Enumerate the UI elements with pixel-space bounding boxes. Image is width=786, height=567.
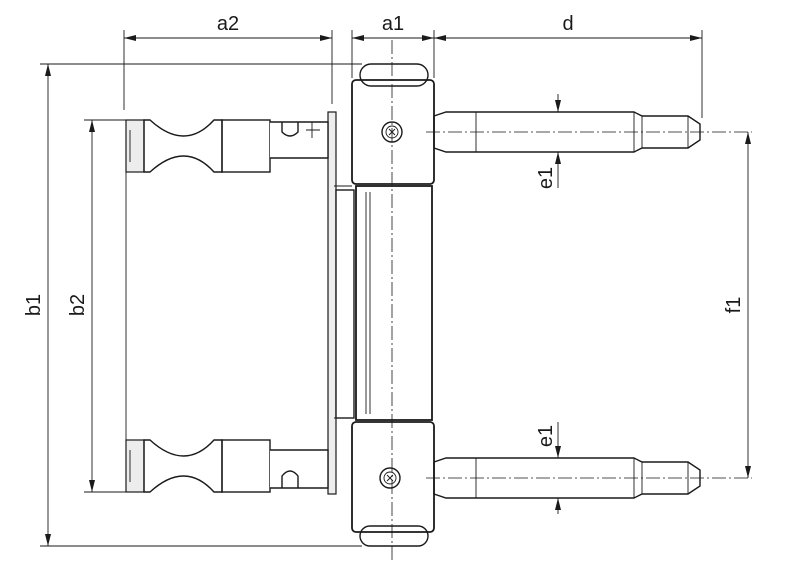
bottom-cap: [359, 525, 429, 547]
label-d: d: [562, 13, 573, 35]
label-b2: b2: [67, 294, 89, 316]
center-lines: [391, 40, 752, 560]
middle-knuckle: [355, 185, 433, 421]
label-f1: f1: [723, 297, 745, 314]
label-a1: a1: [382, 13, 404, 35]
mounting-plate: [327, 111, 337, 495]
label-e1-top: e1: [535, 167, 557, 189]
label-e1-bottom: e1: [535, 425, 557, 447]
upper-knuckle: [351, 79, 435, 185]
label-b1: b1: [23, 294, 45, 316]
dimension-labels: a2 a1 d b1 b2 f1 e1 e1: [23, 13, 745, 447]
label-a2: a2: [217, 13, 239, 35]
lower-fixing-block: [125, 439, 329, 493]
upper-fixing-block: [125, 119, 329, 173]
lower-adjust-screw-icon: [379, 467, 401, 489]
frame-part: [125, 111, 355, 495]
lower-knuckle: [351, 421, 435, 533]
top-cap: [359, 63, 429, 87]
plate-web: [335, 189, 355, 419]
hinge-barrel: [351, 63, 435, 547]
dimension-lines: [40, 30, 751, 547]
